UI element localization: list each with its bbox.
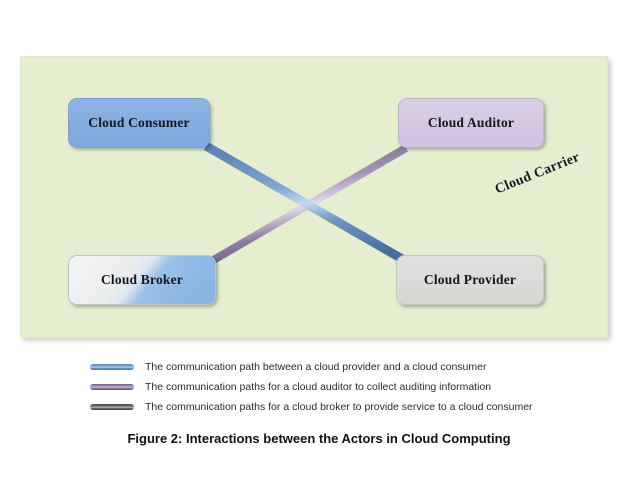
legend-item-label: The communication path between a cloud p… (145, 360, 487, 373)
legend-item-label: The communication paths for a cloud audi… (145, 380, 492, 393)
node-cloud-auditor[interactable]: Cloud Auditor (398, 98, 544, 148)
node-cloud-auditor-label: Cloud Auditor (427, 115, 515, 130)
legend-item: The communication path between a cloud p… (90, 358, 560, 375)
node-cloud-consumer-label: Cloud Consumer (88, 115, 190, 130)
node-cloud-broker-label: Cloud Broker (100, 272, 184, 287)
legend-item-label: The communication paths for a cloud brok… (145, 400, 533, 413)
node-cloud-provider[interactable]: Cloud Provider (396, 255, 544, 305)
node-cloud-provider-label: Cloud Provider (423, 272, 517, 287)
legend-swatch-blue-icon (90, 363, 134, 370)
legend-swatch-purple-icon (90, 383, 134, 390)
legend-swatch-gray-icon (90, 403, 134, 410)
figure-caption: Figure 2: Interactions between the Actor… (127, 431, 511, 446)
node-cloud-consumer[interactable]: Cloud Consumer (68, 98, 210, 148)
legend-item: The communication paths for a cloud audi… (90, 378, 560, 395)
legend: The communication path between a cloud p… (90, 358, 560, 418)
legend-item: The communication paths for a cloud brok… (90, 398, 560, 415)
node-cloud-broker[interactable]: Cloud Broker (68, 255, 216, 305)
